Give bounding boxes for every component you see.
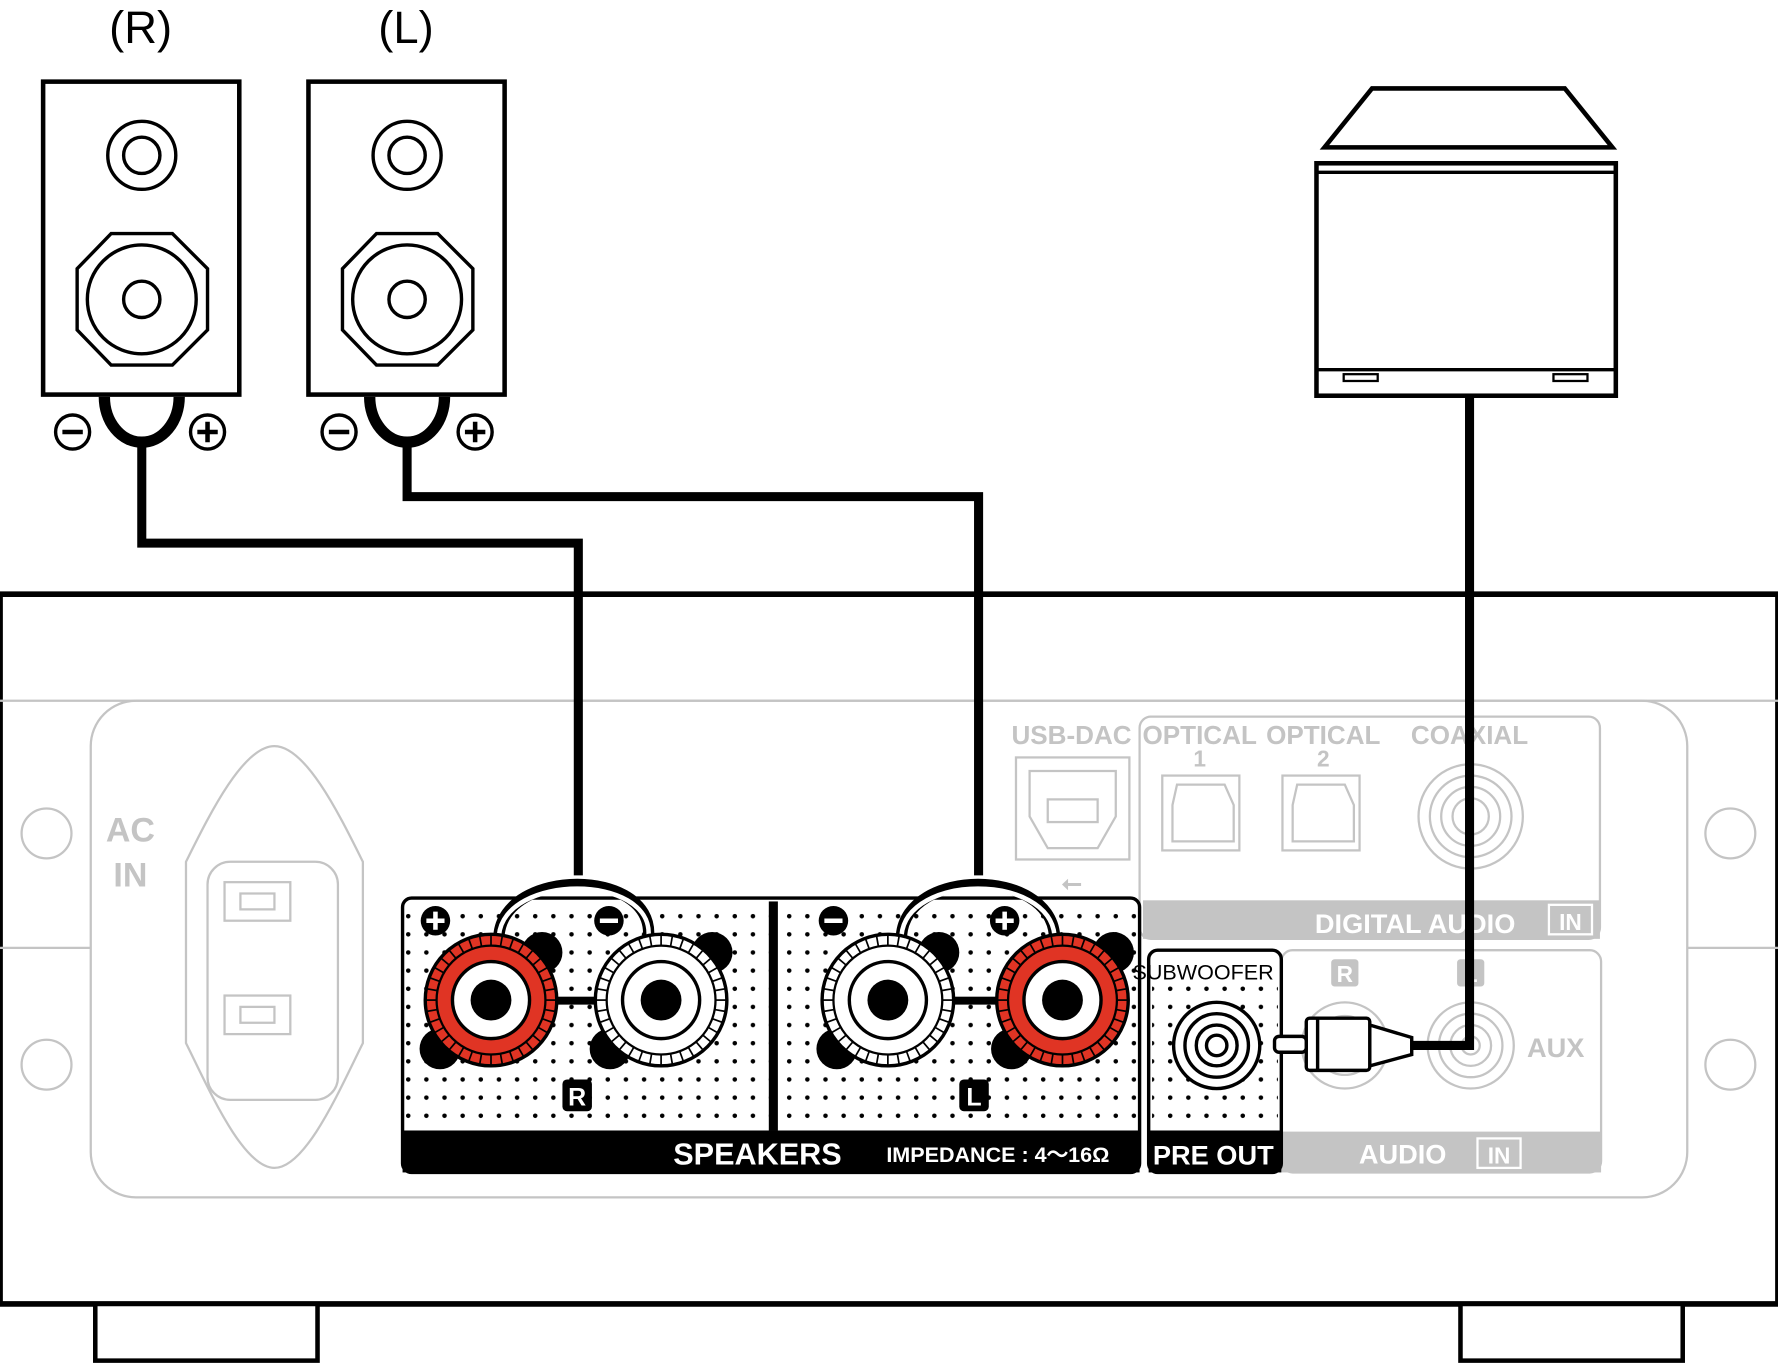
optical2-port: [1281, 774, 1361, 852]
cable-left-speaker: [402, 444, 984, 876]
pre-out-label: PRE OUT: [1153, 1139, 1274, 1170]
aux-r-label: R: [1337, 961, 1353, 987]
impedance-label: IMPEDANCE : 4～16Ω: [886, 1143, 1109, 1167]
ac-label: AC: [106, 811, 155, 849]
usb-dac-label: USB-DAC: [1011, 720, 1131, 750]
in-label: IN: [113, 857, 147, 895]
cable-right-speaker: [137, 444, 583, 876]
source-device: [1314, 86, 1619, 398]
audio-label: AUDIO: [1359, 1138, 1447, 1169]
optical1-number: 1: [1193, 746, 1206, 772]
speaker-right-label: (R): [109, 2, 172, 53]
subwoofer-pre-out: SUBWOOFER PRE OUT: [1133, 948, 1284, 1175]
optical1-label: OPTICAL: [1142, 720, 1256, 750]
optical2-label: OPTICAL: [1266, 720, 1380, 750]
usb-icon: ⭠: [1062, 869, 1082, 897]
audio-in-badge: IN: [1488, 1142, 1511, 1168]
aux-label: AUX: [1527, 1032, 1584, 1063]
amplifier-rear-panel: AC IN DIGITAL AUDIO IN USB-DAC OPTICAL 1…: [0, 591, 1778, 1363]
digital-audio-label: DIGITAL AUDIO: [1315, 908, 1516, 939]
speaker-left: (L): [306, 2, 507, 451]
speaker-right: (R): [40, 2, 242, 451]
speakers-label: SPEAKERS: [673, 1137, 841, 1171]
speaker-left-label: (L): [378, 2, 433, 53]
digital-in-badge: IN: [1559, 909, 1582, 935]
cables: [137, 395, 1475, 1050]
usb-port: [1014, 756, 1131, 861]
speaker-r-label: R: [568, 1084, 586, 1112]
cable-source-audio: [1411, 395, 1475, 1050]
optical2-number: 2: [1317, 746, 1330, 772]
speaker-l-label: L: [966, 1084, 981, 1112]
subwoofer-label: SUBWOOFER: [1133, 961, 1274, 985]
rca-plug: [1272, 1016, 1414, 1073]
ac-inlet: [184, 744, 365, 1170]
speaker-terminals: SPEAKERS IMPEDANCE : 4～16Ω R L: [400, 878, 1142, 1175]
optical1-port: [1161, 774, 1241, 852]
